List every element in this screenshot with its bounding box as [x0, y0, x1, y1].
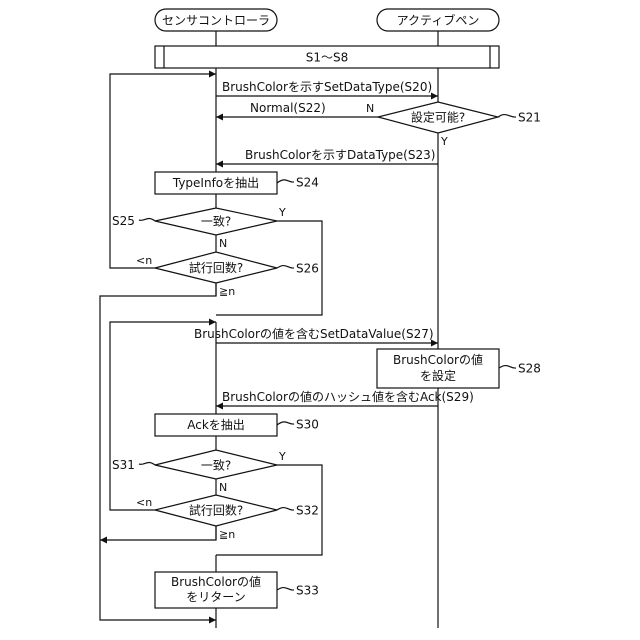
decision-s26-lt: <n	[136, 254, 152, 267]
decision-s25: 一致? Y N S25	[112, 206, 286, 250]
decision-s31: 一致? Y N S31	[112, 450, 286, 494]
decision-s26-text: 試行回数?	[189, 260, 243, 275]
decision-s26-ge: ≧n	[219, 285, 235, 298]
decision-s21-yes: Y	[440, 135, 448, 148]
process-s33: BrushColorの値 をリターン S33	[155, 572, 319, 608]
decision-s26: 試行回数? <n ≧n S26	[136, 252, 319, 298]
process-s24-text: TypeInfoを抽出	[172, 176, 259, 190]
lane-header-active-pen: アクティブペン	[377, 9, 499, 31]
process-s30-text: Ackを抽出	[187, 418, 245, 432]
step-label-s21: S21	[518, 111, 541, 125]
process-s24: TypeInfoを抽出 S24	[155, 172, 319, 194]
message-label-s23: BrushColorを示すDataType(S23)	[245, 148, 435, 162]
step-label-s33: S33	[296, 584, 319, 598]
give-up-s32-line	[100, 526, 216, 540]
decision-s21: 設定可能? N Y S21	[366, 102, 541, 148]
decision-s31-yes: Y	[278, 450, 286, 463]
lane-label-sensor-controller: センサコントローラ	[162, 14, 270, 28]
decision-s25-yes: Y	[278, 206, 286, 219]
step-label-s30: S30	[296, 418, 319, 432]
init-steps-bar: S1～S8	[155, 46, 499, 68]
decision-s32-ge: ≧n	[219, 528, 235, 541]
process-s33-line2: をリターン	[186, 590, 245, 604]
lane-label-active-pen: アクティブペン	[397, 13, 480, 28]
message-label-s20: BrushColorを示すSetDataType(S20)	[222, 80, 432, 94]
process-s28: BrushColorの値 を設定 S28	[377, 349, 541, 388]
decision-s32-lt: <n	[136, 496, 152, 509]
process-s30: Ackを抽出 S30	[155, 414, 319, 436]
message-label-s29: BrushColorの値のハッシュ値を含むAck(S29)	[222, 389, 474, 404]
lane-header-sensor-controller: センサコントローラ	[155, 9, 277, 31]
message-label-s27: BrushColorの値を含むSetDataValue(S27)	[194, 326, 434, 341]
message-label-s22: Normal(S22)	[250, 101, 326, 115]
decision-s31-text: 一致?	[201, 459, 231, 473]
step-label-s28: S28	[518, 362, 541, 376]
decision-s32: 試行回数? <n ≧n S32	[136, 495, 319, 541]
decision-s25-text: 一致?	[201, 215, 231, 229]
step-label-s26: S26	[296, 262, 319, 276]
process-s33-line1: BrushColorの値	[171, 574, 261, 589]
decision-s21-text: 設定可能?	[411, 110, 465, 125]
decision-s31-no: N	[219, 481, 227, 494]
loop-retry-s20-line	[110, 74, 216, 268]
step-label-s24: S24	[296, 176, 319, 190]
decision-s32-text: 試行回数?	[189, 503, 243, 518]
step-label-s25: S25	[112, 214, 135, 228]
step-label-s31: S31	[112, 458, 135, 472]
process-s28-line1: BrushColorの値	[393, 352, 483, 367]
decision-s21-no: N	[366, 102, 374, 115]
process-s28-line2: を設定	[420, 368, 456, 383]
step-label-s32: S32	[296, 504, 319, 518]
decision-s25-no: N	[219, 237, 227, 250]
init-steps-label: S1～S8	[306, 51, 349, 65]
